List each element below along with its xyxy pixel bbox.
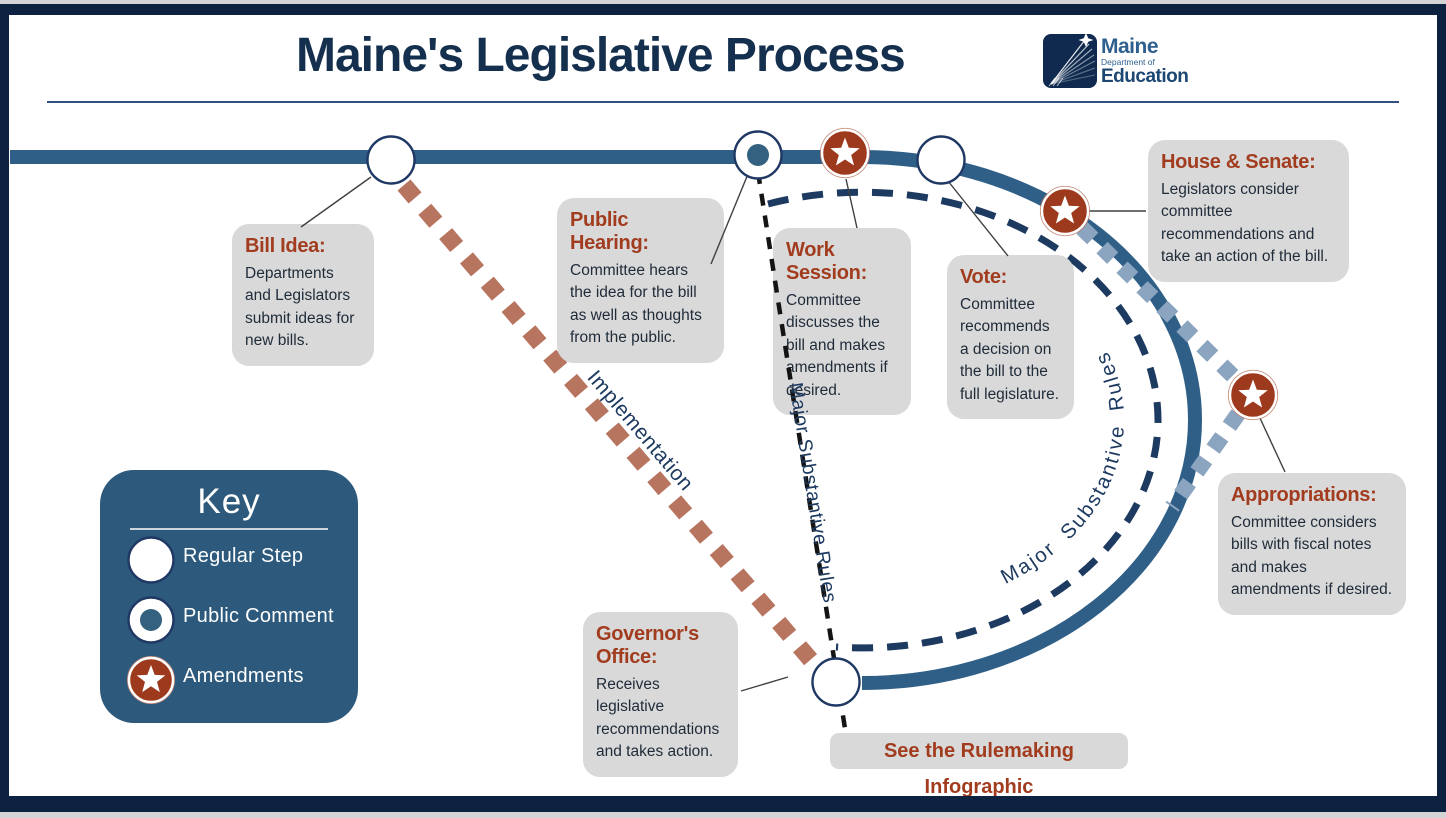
- rulemaking-infographic-link[interactable]: See the Rulemaking Infographic: [830, 733, 1128, 798]
- step-body: Receives legislative recommendations and…: [596, 676, 720, 761]
- key-title: Key: [197, 482, 261, 521]
- key-item-label: Regular Step: [183, 545, 304, 567]
- step-title: Governor's Office:: [596, 623, 699, 668]
- bottom-edge: [0, 812, 1446, 818]
- step-box-public-hearing: Public Hearing: Committee hears the idea…: [557, 198, 724, 363]
- step-title: Bill Idea:: [245, 235, 326, 257]
- key-item-label: Amendments: [183, 665, 304, 687]
- node-bill-idea: [366, 135, 416, 185]
- maine-doe-logo-icon: [1043, 33, 1097, 88]
- maine-doe-logo: Maine Department of Education: [1043, 30, 1213, 90]
- step-body: Legislators consider committee recommend…: [1161, 181, 1329, 266]
- node-house-senate-amendments: [1039, 185, 1091, 237]
- rulemaking-dashed-line: [755, 171, 849, 736]
- public-comment-icon: [127, 596, 175, 644]
- step-box-appropriations: Appropriations: Committee considers bill…: [1218, 473, 1406, 615]
- key-underline: [130, 528, 328, 530]
- step-box-bill-idea: Bill Idea: Departments and Legislators s…: [232, 224, 374, 366]
- node-work-session-amendments: [819, 127, 871, 179]
- frame-bottom: [0, 796, 1446, 812]
- key-item-label: Public Comment: [183, 605, 334, 627]
- fiscal-diamond-line-upper: [1076, 222, 1242, 385]
- logo-text-education: Education: [1101, 66, 1189, 87]
- step-title: Public Hearing:: [570, 209, 649, 254]
- main-flow-line: [10, 150, 1203, 690]
- regular-step-icon: [127, 536, 175, 584]
- key-legend-panel: Key Regular Step Public Comment: [100, 470, 358, 723]
- leader-lines: [300, 173, 1286, 692]
- frame-left: [0, 4, 9, 805]
- page-title: Maine's Legislative Process: [296, 29, 906, 82]
- step-body: Departments and Legislators submit ideas…: [245, 265, 355, 350]
- step-body: Committee hears the idea for the bill as…: [570, 262, 702, 347]
- title-divider: [47, 101, 1399, 103]
- step-title: Work Session:: [786, 239, 867, 284]
- step-box-work-session: Work Session: Committee discusses the bi…: [773, 228, 911, 416]
- logo-text-maine: Maine: [1101, 35, 1159, 58]
- step-title: House & Senate:: [1161, 151, 1316, 173]
- top-edge: [0, 0, 1446, 4]
- step-box-governors-office: Governor's Office: Receives legislative …: [583, 612, 738, 777]
- step-title: Vote:: [960, 266, 1008, 288]
- step-body: Committee recommends a decision on the b…: [960, 296, 1060, 403]
- step-title: Appropriations:: [1231, 484, 1377, 506]
- step-body: Committee discusses the bill and makes a…: [786, 292, 888, 399]
- node-vote: [916, 135, 966, 185]
- frame-right: [1437, 4, 1446, 805]
- node-public-hearing-comment: [733, 130, 783, 180]
- frame-top: [0, 4, 1446, 15]
- node-appropriations-amendments: [1227, 369, 1279, 421]
- amendments-star-icon: [127, 656, 175, 704]
- step-box-vote: Vote: Committee recommends a decision on…: [947, 255, 1074, 420]
- step-box-house-senate: House & Senate: Legislators consider com…: [1148, 140, 1349, 282]
- logo-text-department: Department of: [1101, 57, 1155, 67]
- major-substantive-rules-arc: [767, 188, 1162, 652]
- fiscal-diamond-line-lower: [1165, 409, 1245, 512]
- node-governors-office: [811, 657, 861, 707]
- implementation-diamond-line: [397, 179, 823, 672]
- step-body: Committee considers bills with fiscal no…: [1231, 514, 1393, 599]
